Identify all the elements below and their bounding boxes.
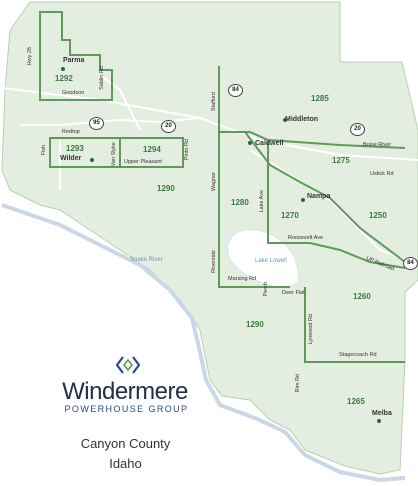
- city-melba: Melba: [372, 410, 392, 417]
- road-lake-ave: Lake Ave: [259, 190, 265, 213]
- road-van-slyke: Van Slyke: [111, 142, 117, 167]
- label-snake-river: Snake River: [130, 257, 163, 263]
- melba-dot: [377, 419, 381, 423]
- zip-1250: 1250: [369, 211, 387, 220]
- shield-95: 95: [89, 117, 104, 130]
- county-land: [1, 1, 418, 475]
- county-name: Canyon County: [80, 436, 171, 451]
- state-name: Idaho: [109, 456, 142, 471]
- caldwell-dot: [248, 141, 252, 145]
- snake-river: [1, 203, 406, 483]
- shield-84-east: 84: [403, 257, 418, 270]
- zip-1265: 1265: [347, 397, 365, 406]
- road-pinto: Pinto Rd: [184, 139, 190, 161]
- zip-1292: 1292: [55, 74, 73, 83]
- shield-20-east: 20: [350, 123, 365, 136]
- road-roosevelt: Roosevelt Ave: [288, 235, 324, 241]
- zip-1280: 1280: [231, 198, 249, 207]
- zip-1260: 1260: [353, 292, 371, 301]
- nampa-dot: [301, 198, 305, 202]
- parma-dot: [61, 67, 65, 71]
- zip-1293: 1293: [66, 144, 84, 153]
- road-ustick: Ustick Rd: [370, 171, 394, 177]
- road-wagner: Wagner: [211, 172, 217, 192]
- road-boise-river: Boise River: [363, 142, 392, 148]
- road-goodson: Goodson: [62, 90, 85, 96]
- zip-1290-north: 1290: [157, 184, 175, 193]
- zip-1285: 1285: [311, 94, 329, 103]
- road-hwy26: Hwy 26: [27, 47, 33, 66]
- zip-1294: 1294: [143, 145, 161, 154]
- road-stagecoach: Stagecoach Rd: [339, 352, 377, 358]
- lake-lowell: [227, 229, 299, 289]
- road-sablin: Sablin Rd: [99, 66, 105, 90]
- road-redtop: Redtop: [62, 129, 80, 135]
- road-lynwood: Lynwood Rd: [308, 314, 314, 345]
- middleton-dot: [283, 118, 287, 122]
- shield-84-north: 84: [228, 84, 243, 97]
- city-nampa: Nampa: [307, 193, 331, 200]
- wilder-dot: [90, 158, 94, 162]
- windermere-logo-icon: [116, 356, 140, 374]
- city-parma: Parma: [63, 57, 85, 64]
- road-marsing: Marsing Rd: [228, 276, 257, 282]
- city-caldwell: Caldwell: [255, 140, 284, 147]
- city-wilder: Wilder: [60, 155, 82, 162]
- road-rim: Rim Rd: [295, 374, 301, 393]
- label-lake-lowell: Lake Lowell: [255, 258, 287, 264]
- road-perch: Perch: [263, 282, 269, 297]
- road-deer-flat: Deer Flat: [282, 290, 305, 296]
- road-upper-pleasant: Upper Pleasant: [124, 159, 162, 165]
- brand-subtitle: POWERHOUSE GROUP: [64, 404, 189, 414]
- zip-1270: 1270: [281, 211, 299, 220]
- shield-20-west: 20: [161, 120, 176, 133]
- zip-1290-south: 1290: [246, 320, 264, 329]
- zip-1275: 1275: [332, 156, 350, 165]
- road-riverside: Riverside: [211, 250, 217, 273]
- brand-name: Windermere: [62, 378, 188, 405]
- road-fish: Fish: [41, 145, 47, 156]
- city-middleton: Middleton: [285, 116, 319, 123]
- road-stafford: Stafford: [211, 92, 217, 112]
